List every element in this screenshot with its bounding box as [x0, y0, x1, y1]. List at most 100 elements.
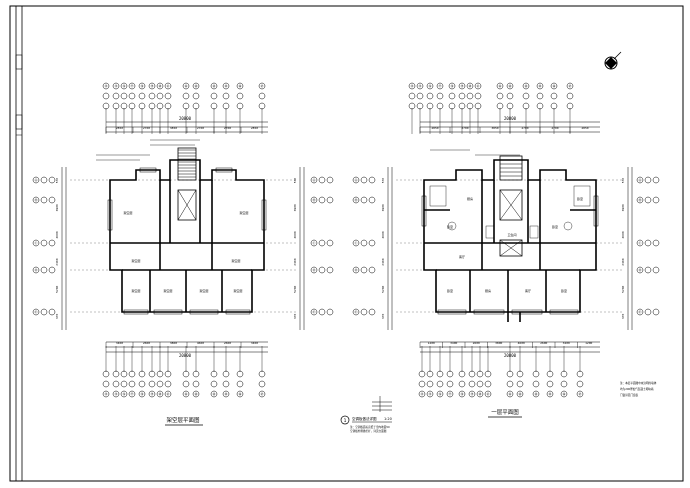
detail-symbol-icon [340, 415, 350, 425]
axis-label: ㉒ [184, 83, 187, 88]
axis-label: ⑯ [428, 83, 431, 88]
axis-bubble: ⑲ [468, 346, 476, 398]
axis-bubble: ㉑ [164, 82, 172, 134]
dim-value: 2300 [621, 258, 625, 265]
dim-value: 2300 [55, 258, 59, 265]
axis-label: ⑳ [478, 391, 481, 396]
axis-bubble: Ⓔ [352, 308, 376, 316]
dim-value: 4600 [197, 341, 204, 345]
axis-label: ㉕ [538, 83, 541, 88]
dim-value: 3900 [621, 204, 625, 211]
dim-value: 2600 [540, 341, 547, 345]
axis-label: Ⓐ [312, 177, 315, 182]
room-label: 卫生间 [507, 232, 516, 237]
room-label: 架空层 [163, 288, 172, 293]
axis-label: Ⓑ [354, 197, 357, 202]
north-arrow-icon [604, 51, 622, 70]
dim-value: 1200 [585, 341, 592, 345]
dim-value: 4600 [293, 231, 297, 238]
axis-bubble: ⑰ [128, 82, 136, 134]
axis-label: ⑮ [428, 391, 431, 396]
dim-value: 3850 [170, 126, 177, 130]
axis-label: ⑳ [468, 83, 471, 88]
room-label: 卧室 [447, 288, 453, 293]
dim-value: 3800 [495, 341, 502, 345]
axis-label: ⑰ [130, 391, 133, 396]
right-furniture [429, 185, 591, 239]
axis-label: ⑭ [104, 83, 107, 88]
dim-value: 2700 [224, 126, 231, 130]
axis-bubble: Ⓐ [32, 176, 56, 184]
axis-label: ⑲ [460, 83, 463, 88]
axis-label: ⑱ [450, 83, 453, 88]
room-label: 架空层 [233, 288, 242, 293]
axis-label: ㉗ [260, 391, 263, 396]
axis-bubble: ㉖ [236, 82, 244, 134]
axis-label: Ⓔ [354, 309, 357, 314]
room-label: 架空层 [239, 210, 248, 215]
axis-bubble: ⑲ [148, 346, 156, 398]
axis-bubble: ⑳ [156, 82, 164, 134]
axis-bubble: ㉔ [210, 82, 218, 134]
axis-bubble: ⑭ [102, 346, 110, 398]
right-side-dimension-lines [387, 167, 633, 330]
axis-label: ⑭ [410, 83, 413, 88]
axis-label: ⑰ [448, 391, 451, 396]
dim-value: 3400 [251, 341, 258, 345]
room-label: 架空层 [131, 288, 140, 293]
axis-bubble: ⑱ [138, 82, 146, 134]
detail-symbol: 1 [344, 418, 347, 424]
dim-value: 4600 [55, 231, 59, 238]
axis-label: ⑭ [104, 391, 107, 396]
axis-bubble: ㉕ [546, 346, 554, 398]
axis-bubble: ㉕ [536, 82, 544, 134]
axis-label: ⑯ [122, 83, 125, 88]
dim-value: 2300 [293, 258, 297, 265]
axis-label: ⑰ [438, 83, 441, 88]
left-plan-title: 架空层平面图 [166, 416, 200, 424]
axis-label: ⑲ [150, 391, 153, 396]
dim-value: 3850 [491, 126, 498, 130]
right-top-total-dim: 20800 [504, 116, 517, 121]
axis-bubble: Ⓐ [310, 176, 334, 184]
axis-label: ㉗ [578, 391, 581, 396]
axis-bubble: ㉑ [484, 346, 492, 398]
axis-bubble: ㉗ [566, 82, 574, 134]
axis-label: Ⓑ [638, 197, 641, 202]
detail-note: 1 空调板做法详图 1:20 注：空调板面标高低于室内地面50 空调板外侧做栏杆… [340, 396, 392, 433]
axis-bubble: ㉑ [164, 346, 172, 398]
dim-value: 3400 [450, 341, 457, 345]
axis-bubble: ⑭ [418, 346, 426, 398]
axis-label: ㉖ [552, 83, 555, 88]
axis-label: Ⓓ [638, 267, 641, 272]
axis-bubble: Ⓒ [352, 239, 376, 247]
axis-bubble: ⑭ [408, 82, 416, 134]
axis-bubble: ㉓ [506, 82, 514, 134]
room-label: 卧室 [561, 288, 567, 293]
axis-bubble: ㉕ [222, 82, 230, 134]
axis-label: ㉕ [548, 391, 551, 396]
dim-value: 570 [381, 178, 385, 184]
axis-label: ㉕ [224, 391, 227, 396]
detail-scale: 1:20 [384, 417, 392, 421]
detail-sketch [372, 396, 392, 412]
axis-label: Ⓑ [312, 197, 315, 202]
axis-label: ㉓ [508, 83, 511, 88]
axis-bubble: ⑰ [128, 346, 136, 398]
dim-value: 570 [621, 178, 625, 184]
axis-bubble: Ⓒ [32, 239, 56, 247]
dim-value: 2700 [551, 126, 558, 130]
axis-label: ⑱ [140, 83, 143, 88]
axis-label: ⑳ [158, 391, 161, 396]
dim-value: 2850 [116, 126, 123, 130]
dim-value: 3900 [293, 204, 297, 211]
dim-value: 5200 [293, 285, 297, 292]
axis-label: Ⓐ [354, 177, 357, 182]
right-windows [421, 195, 599, 315]
